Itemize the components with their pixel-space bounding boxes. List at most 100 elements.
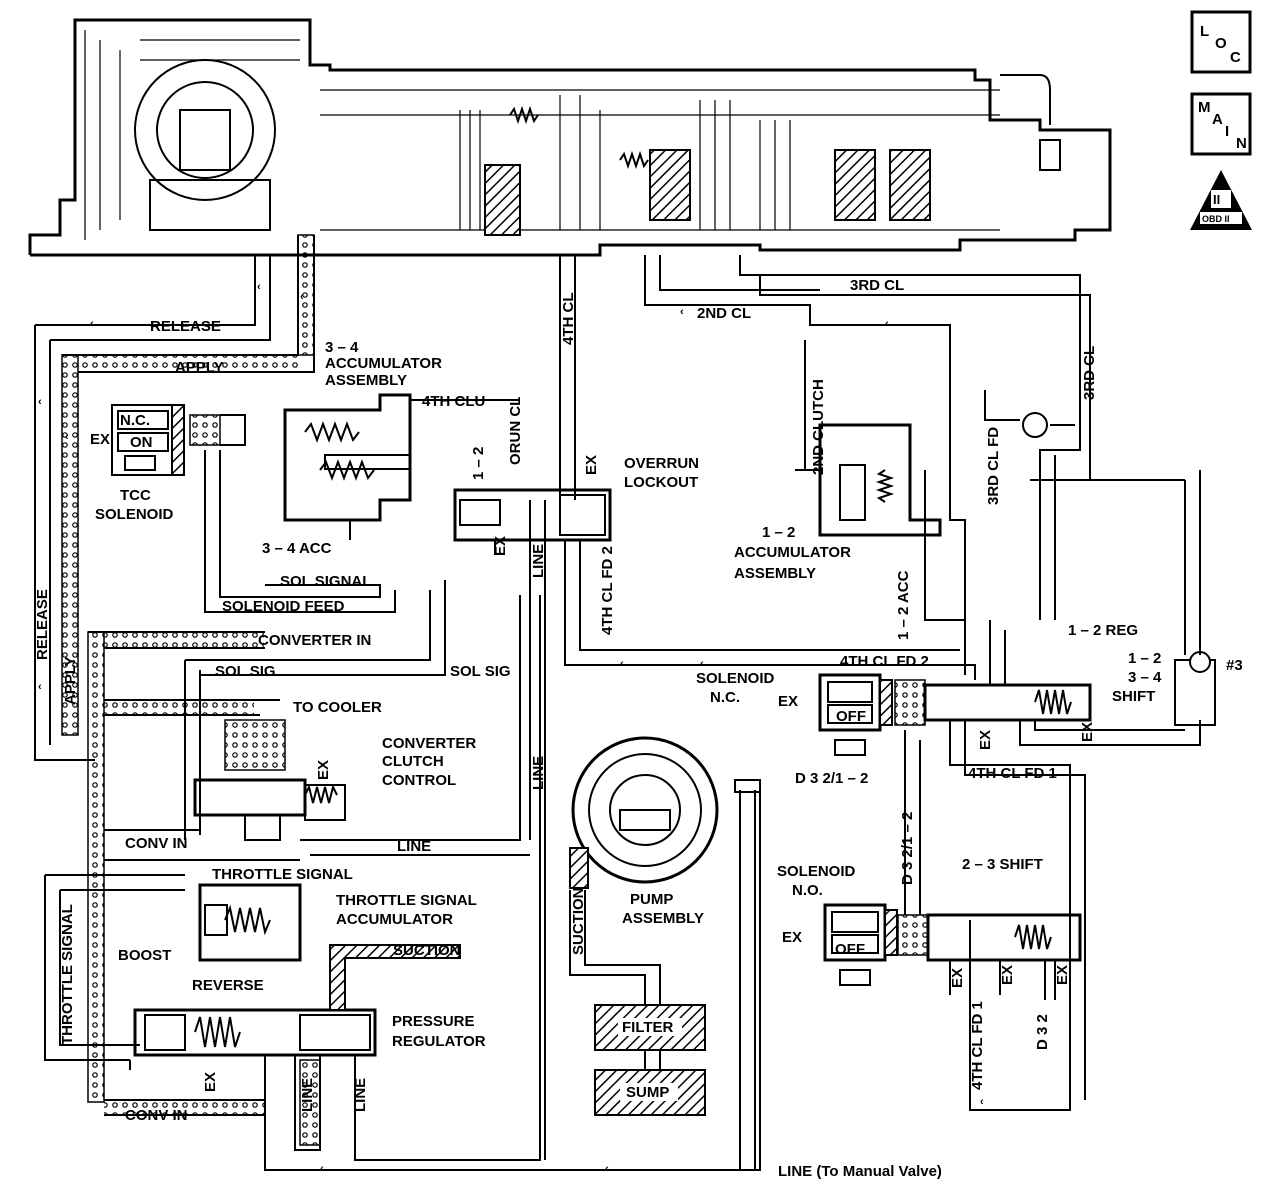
label-accum12-2: ACCUMULATOR — [734, 544, 851, 561]
label-d32-12-v: D 3 2/1 – 2 — [899, 812, 916, 885]
label-line-v2: LINE — [352, 1078, 369, 1112]
label-to-cooler: TO COOLER — [293, 699, 382, 716]
svg-text:N: N — [1236, 135, 1247, 152]
label-2nd-clutch-v: 2ND CLUTCH — [810, 379, 827, 475]
label-suction-v: SUCTION — [570, 888, 587, 956]
label-shift-3: SHIFT — [1112, 688, 1155, 705]
label-3rd-cl-fd-v: 3RD CL FD — [985, 427, 1002, 505]
label-3rd-cl: 3RD CL — [850, 277, 904, 294]
svg-text:‹: ‹ — [700, 658, 704, 670]
left-circuits — [34, 234, 315, 1116]
svg-text:‹: ‹ — [300, 291, 304, 303]
label-orun-cl: ORUN CL — [507, 397, 524, 465]
svg-text:M: M — [1198, 99, 1211, 116]
pressure-regulator — [129, 595, 761, 1171]
label-accum34-3: ASSEMBLY — [325, 372, 407, 389]
label-ex-tcc: EX — [90, 431, 110, 448]
label-ex-pr: EX — [202, 1072, 219, 1092]
svg-text:C: C — [1230, 49, 1241, 66]
label-sol-nc-1: SOLENOID — [696, 670, 775, 687]
label-accum12-3: ASSEMBLY — [734, 565, 816, 582]
obd-ii-badge[interactable]: II OBD II — [1190, 170, 1252, 230]
label-4th-cl-fd2-h: 4TH CL FD 2 — [840, 653, 929, 670]
label-ex-orun: EX — [583, 455, 600, 475]
label-accum12-1: 1 – 2 — [762, 524, 795, 541]
label-1-2-reg: 1 – 2 REG — [1068, 622, 1138, 639]
label-ex-no: EX — [782, 929, 802, 946]
label-off-b: OFF — [835, 941, 865, 958]
label-sol-no-1: SOLENOID — [777, 863, 856, 880]
accumulator-3-4 — [283, 393, 520, 540]
label-pr-2: REGULATOR — [392, 1033, 486, 1050]
label-reverse: REVERSE — [192, 977, 264, 994]
svg-text:L: L — [1200, 23, 1209, 40]
label-ccc-1: CONVERTER — [382, 735, 476, 752]
transmission-cross-section — [28, 18, 1112, 257]
label-check-3: #3 — [1226, 657, 1243, 674]
label-ex-12v: EX — [492, 536, 509, 556]
svg-text:‹: ‹ — [90, 318, 94, 330]
label-accum34-2: ACCUMULATOR — [325, 355, 442, 372]
label-acc-12-v: 1 – 2 ACC — [895, 570, 912, 640]
main-badge[interactable]: M A I N — [1190, 92, 1252, 156]
label-sol-sig-b: SOL SIG — [450, 663, 511, 680]
svg-text:‹: ‹ — [257, 281, 261, 293]
label-4th-cl-fd1-v: 4TH CL FD 1 — [969, 1001, 986, 1090]
label-1-2-v: 1 – 2 — [470, 447, 487, 480]
svg-text:A: A — [1212, 111, 1223, 128]
pump-assembly — [569, 736, 761, 1170]
label-d32-v: D 3 2 — [1034, 1014, 1051, 1050]
svg-text:O: O — [1215, 35, 1227, 52]
label-overrun-1: OVERRUN — [624, 455, 699, 472]
label-sol-signal: SOL SIGNAL — [280, 573, 371, 590]
flow-arrows: ‹ ‹ ‹ ‹ ‹ ‹ ‹ ‹ ‹ ‹ ‹ ‹ ‹ — [38, 281, 984, 1175]
label-ex-ccc: EX — [315, 760, 332, 780]
svg-text:I: I — [1225, 123, 1229, 140]
label-2-3-shift: 2 – 3 SHIFT — [962, 856, 1043, 873]
label-4th-cl-fd2-v: 4TH CL FD 2 — [599, 546, 616, 635]
label-filter: FILTER — [622, 1019, 674, 1036]
label-pump-2: ASSEMBLY — [622, 910, 704, 927]
label-ex-s1: EX — [977, 730, 994, 750]
label-apply-side: APPLY — [62, 656, 79, 705]
label-accum34-1: 3 – 4 — [325, 339, 359, 356]
label-tsa-2: ACCUMULATOR — [336, 911, 453, 928]
label-line-a: LINE — [397, 838, 431, 855]
svg-text:‹: ‹ — [38, 396, 42, 408]
label-4th-clu: 4TH CLU — [422, 393, 485, 410]
shift-valve-12-34 — [818, 390, 1216, 1111]
label-sol-sig-a: SOL SIG — [215, 663, 276, 680]
label-shift-1: 1 – 2 — [1128, 650, 1161, 667]
label-conv-in-a: CONV IN — [125, 835, 188, 852]
label-tcc-sol-1: TCC — [120, 487, 151, 504]
svg-text:‹: ‹ — [320, 1163, 324, 1175]
label-2nd-cl: 2ND CL — [697, 305, 751, 322]
shift-valve-2-3 — [823, 730, 1082, 1000]
label-suction-h: SUCTION — [393, 942, 461, 959]
label-throttle-signal-h: THROTTLE SIGNAL — [212, 866, 353, 883]
center-circuits — [453, 255, 1091, 1160]
label-tsa-1: THROTTLE SIGNAL — [336, 892, 477, 909]
label-release-side: RELEASE — [34, 589, 51, 660]
loc-badge[interactable]: L O C — [1190, 10, 1252, 74]
label-4th-cl: 4TH CL — [560, 293, 577, 346]
svg-text:II: II — [1213, 192, 1220, 207]
label-overrun-2: LOCKOUT — [624, 474, 698, 491]
label-3rd-cl-v: 3RD CL — [1081, 346, 1098, 400]
svg-text:‹: ‹ — [680, 306, 684, 318]
label-4th-cl-fd1: 4TH CL FD 1 — [968, 765, 1057, 782]
svg-text:‹: ‹ — [980, 1096, 984, 1108]
svg-text:‹: ‹ — [38, 681, 42, 693]
converter-clutch-control — [184, 580, 530, 856]
label-sol-no-2: N.O. — [792, 882, 823, 899]
label-d32-12: D 3 2/1 – 2 — [795, 770, 868, 787]
svg-text:‹: ‹ — [620, 658, 624, 670]
label-nc: N.C. — [120, 412, 150, 429]
svg-text:‹: ‹ — [605, 1163, 609, 1175]
label-tcc-sol-2: SOLENOID — [95, 506, 174, 523]
label-apply-top: APPLY — [175, 359, 224, 376]
label-line-v1: LINE — [299, 1078, 316, 1112]
label-acc-34: 3 – 4 ACC — [262, 540, 332, 557]
labels: RELEASE APPLY 3 – 4 ACCUMULATOR ASSEMBLY… — [34, 277, 1243, 1180]
